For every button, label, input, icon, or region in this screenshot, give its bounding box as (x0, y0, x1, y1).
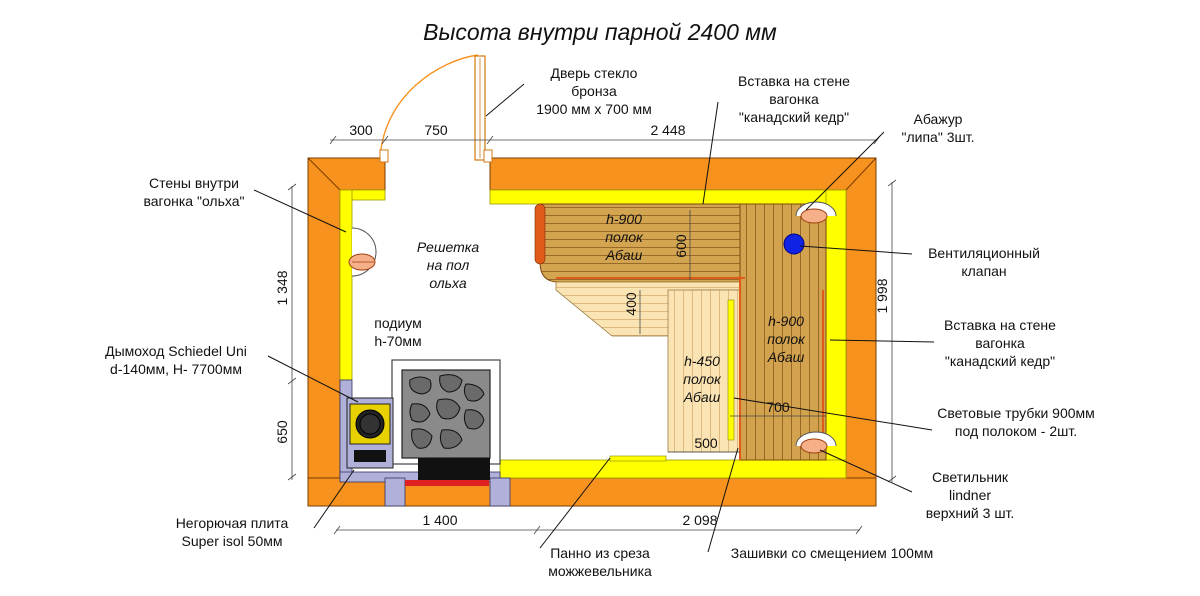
label-insert-right: Вставка на стене вагонка "канадский кедр… (944, 317, 1056, 369)
dim-1400: 1 400 (422, 512, 457, 528)
svg-text:Super isol 50мм: Super isol 50мм (182, 533, 283, 549)
leader-lines (253, 83, 935, 553)
dim-650: 650 (274, 420, 290, 444)
svg-text:Абаш: Абаш (605, 247, 643, 263)
svg-text:под полоком - 2шт.: под полоком - 2шт. (955, 423, 1077, 439)
label-offset: Зашивки со смещением 100мм (731, 545, 933, 561)
svg-text:lindner: lindner (949, 487, 991, 503)
svg-text:полок: полок (683, 371, 722, 387)
svg-text:Абаш: Абаш (767, 349, 805, 365)
label-insert-top: Вставка на стене вагонка "канадский кедр… (738, 73, 850, 125)
svg-text:Светильник: Светильник (932, 469, 1009, 485)
svg-text:"канадский кедр": "канадский кедр" (945, 353, 1055, 369)
dimension-lines (287, 135, 897, 535)
shelf-top-text: h-900 полок Абаш (605, 211, 644, 263)
svg-text:вагонка "ольха": вагонка "ольха" (143, 193, 244, 209)
svg-text:h-70мм: h-70мм (374, 333, 421, 349)
shelf-right-text: h-900 полок Абаш (767, 313, 806, 365)
dim-400: 400 (623, 292, 639, 316)
svg-text:полок: полок (767, 331, 806, 347)
label-plate: Негорючая плита Super isol 50мм (176, 515, 289, 549)
dim-2448: 2 448 (650, 122, 685, 138)
dim-300: 300 (349, 122, 373, 138)
svg-text:Вставка на стене: Вставка на стене (944, 317, 1056, 333)
svg-text:верхний 3 шт.: верхний 3 шт. (926, 505, 1015, 521)
svg-text:ольха: ольха (429, 275, 467, 291)
svg-text:h-900: h-900 (768, 313, 804, 329)
svg-text:подиум: подиум (374, 315, 422, 331)
grate-text: Решетка на пол ольха (417, 239, 479, 291)
svg-text:Световые трубки 900мм: Световые трубки 900мм (937, 405, 1095, 421)
label-panel: Панно из среза можжевельника (548, 545, 652, 579)
svg-text:полок: полок (605, 229, 644, 245)
door (379, 54, 493, 163)
svg-text:вагонка: вагонка (975, 335, 1025, 351)
shelf-low-text: h-450 полок Абаш (683, 353, 722, 405)
svg-text:Абаш: Абаш (683, 389, 721, 405)
svg-text:Зашивки со смещением 100мм: Зашивки со смещением 100мм (731, 545, 933, 561)
svg-text:"канадский кедр": "канадский кедр" (739, 109, 849, 125)
label-chimney: Дымоход Schiedel Uni d-140мм, H- 7700мм (105, 343, 247, 377)
label-vent: Вентиляционный клапан (928, 245, 1040, 279)
vent-icon (783, 233, 805, 255)
dim-2098: 2 098 (682, 512, 717, 528)
label-door: Дверь стекло бронза 1900 мм х 700 мм (536, 65, 652, 117)
svg-text:Абажур: Абажур (914, 111, 963, 127)
label-fixture: Светильник lindner верхний 3 шт. (926, 469, 1015, 521)
svg-text:Стены внутри: Стены внутри (149, 175, 239, 191)
plan-title: Высота внутри парной 2400 мм (423, 19, 777, 45)
svg-text:Панно из среза: Панно из среза (550, 545, 650, 561)
lamps (348, 201, 837, 454)
svg-text:d-140мм, H- 7700мм: d-140мм, H- 7700мм (110, 361, 242, 377)
svg-text:1900 мм х 700 мм: 1900 мм х 700 мм (536, 101, 652, 117)
podium-text: подиум h-70мм (374, 315, 422, 349)
svg-text:Дверь стекло: Дверь стекло (551, 65, 638, 81)
svg-text:вагонка: вагонка (769, 91, 819, 107)
svg-text:Вставка на стене: Вставка на стене (738, 73, 850, 89)
dim-750: 750 (424, 122, 448, 138)
svg-text:"липа" 3шт.: "липа" 3шт. (902, 129, 975, 145)
svg-text:Негорючая плита: Негорючая плита (176, 515, 289, 531)
label-walls: Стены внутри вагонка "ольха" (143, 175, 244, 209)
svg-text:можжевельника: можжевельника (548, 563, 652, 579)
chimney (346, 397, 394, 469)
dim-600: 600 (673, 234, 689, 258)
svg-text:Дымоход Schiedel Uni: Дымоход Schiedel Uni (105, 343, 247, 359)
svg-text:Вентиляционный: Вентиляционный (928, 245, 1040, 261)
label-lampshade: Абажур "липа" 3шт. (902, 111, 975, 145)
dim-1348: 1 348 (274, 270, 290, 305)
svg-text:h-450: h-450 (684, 353, 720, 369)
svg-text:h-900: h-900 (606, 211, 642, 227)
label-light-tubes: Световые трубки 900мм под полоком - 2шт. (937, 405, 1095, 439)
svg-text:бронза: бронза (571, 83, 617, 99)
dim-700: 700 (766, 399, 790, 415)
dim-500: 500 (694, 435, 718, 451)
heater (391, 359, 501, 486)
svg-text:Решетка: Решетка (417, 239, 479, 255)
svg-text:на пол: на пол (427, 257, 470, 273)
dim-1998: 1 998 (874, 278, 890, 313)
svg-text:клапан: клапан (961, 263, 1006, 279)
